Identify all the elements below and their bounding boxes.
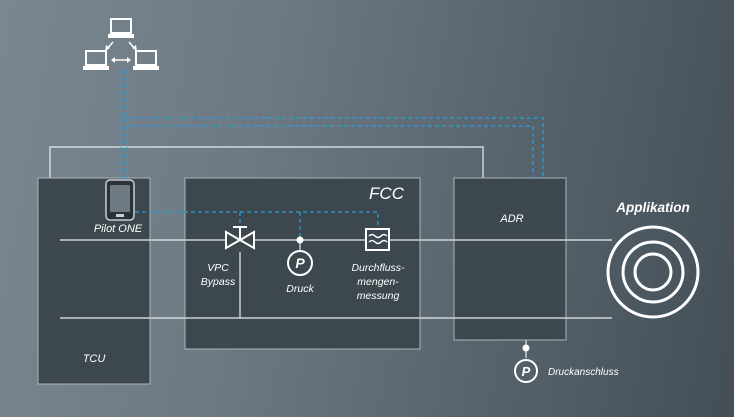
pilot-one-label: Pilot ONE [94, 223, 143, 235]
druckanschluss-sensor-icon: P [514, 344, 538, 383]
vpc-label-line2: Bypass [201, 276, 236, 288]
druckanschluss-p-symbol: P [522, 364, 531, 379]
adr-box [453, 177, 567, 341]
druckanschluss-label: Druckanschluss [548, 367, 619, 378]
druck-p-symbol: P [295, 255, 305, 271]
fcc-box [184, 177, 421, 350]
pilot-one-device-icon [105, 179, 135, 221]
signal-lines [120, 70, 544, 238]
application-rings-icon [606, 225, 700, 319]
fcc-label: FCC [369, 184, 405, 203]
flow-label-line2: mengen- [357, 276, 399, 288]
network-computers-icon [83, 18, 159, 70]
flow-meter-icon [365, 228, 390, 251]
internal-lines [60, 239, 566, 319]
circuit-lines [49, 146, 612, 358]
adr-label: ADR [499, 213, 523, 225]
vpc-label-line1: VPC [207, 262, 229, 274]
druck-label: Druck [286, 283, 314, 295]
pressure-sensor-icon: P [287, 236, 313, 276]
applikation-label: Applikation [615, 200, 690, 215]
flow-label-line1: Durchfluss- [351, 262, 405, 274]
tcu-label: TCU [83, 353, 106, 365]
flow-label-line3: messung [357, 290, 400, 302]
valve-icon [225, 226, 255, 250]
